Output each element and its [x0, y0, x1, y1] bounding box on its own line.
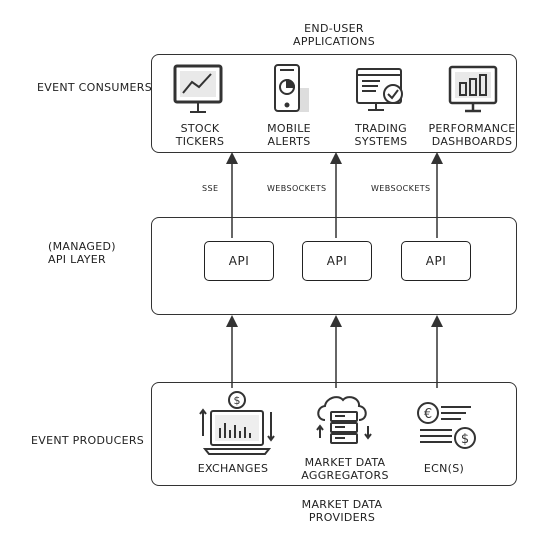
svg-text:$: $ — [234, 394, 241, 407]
protocol-label-websockets-1: WEBSOCKETS — [267, 184, 327, 193]
exchange-laptop-icon: $ — [199, 391, 275, 455]
dashboard-bar-chart-monitor-icon — [448, 65, 498, 113]
mobile-phone-pie-chart-icon — [274, 64, 309, 112]
api-box-1: API — [204, 241, 274, 281]
stock-chart-monitor-icon — [173, 64, 223, 113]
cloud-server-icon — [316, 396, 372, 444]
svg-text:$: $ — [461, 432, 469, 447]
api-box-2: API — [302, 241, 372, 281]
protocol-label-websockets-2: WEBSOCKETS — [371, 184, 431, 193]
market-data-providers-title: MARKET DATA PROVIDERS — [301, 498, 383, 524]
api-label: API — [228, 254, 250, 268]
event-producers-label: EVENT PRODUCERS — [31, 434, 145, 447]
producer-label-exchanges: EXCHANGES — [197, 462, 269, 475]
trading-system-monitor-icon — [356, 68, 403, 111]
producer-label-ecns: ECN(S) — [423, 462, 465, 475]
api-label: API — [425, 254, 447, 268]
api-layer-label: (MANAGED) API LAYER — [48, 240, 116, 266]
svg-text:€: € — [424, 407, 432, 422]
end-user-apps-title: END-USER APPLICATIONS — [293, 22, 375, 48]
api-box-3: API — [401, 241, 471, 281]
euro-dollar-coins-icon: € $ — [417, 402, 476, 449]
protocol-label-sse: SSE — [202, 184, 219, 193]
event-consumers-label: EVENT CONSUMERS — [37, 81, 153, 94]
api-label: API — [326, 254, 348, 268]
